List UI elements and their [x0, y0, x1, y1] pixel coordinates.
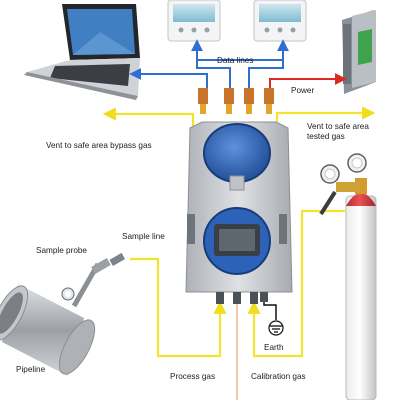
- display-unit-icon: [167, 0, 221, 42]
- power-label: Power: [291, 86, 315, 95]
- process-gas-label: Process gas: [170, 372, 216, 381]
- data-lines-label: Data lines: [217, 56, 254, 65]
- sample-probe-label: Sample probe: [36, 246, 87, 255]
- pipeline-label: Pipeline: [16, 365, 46, 374]
- analyzer-icon: [185, 88, 293, 304]
- sample-line-label: Sample line: [122, 232, 165, 241]
- gas-cylinder-icon: [345, 178, 377, 400]
- power-line: [269, 73, 347, 92]
- pipeline-icon: [0, 284, 96, 376]
- display-unit-icon: [253, 0, 307, 42]
- vent-bypass-label: Vent to safe area bypass gas: [46, 141, 152, 150]
- pressure-regulator-icon: [319, 153, 367, 216]
- power-supply-icon: [342, 10, 376, 94]
- earth-label: Earth: [264, 343, 284, 352]
- laptop-icon: [24, 4, 140, 100]
- sample-probe-icon: [61, 252, 126, 308]
- data-lines: [129, 39, 289, 92]
- calibration-gas-label: Calibration gas: [251, 372, 306, 381]
- vent-tested-label: Vent to safe area tested gas: [307, 122, 369, 141]
- earth-ground-icon: [263, 299, 284, 336]
